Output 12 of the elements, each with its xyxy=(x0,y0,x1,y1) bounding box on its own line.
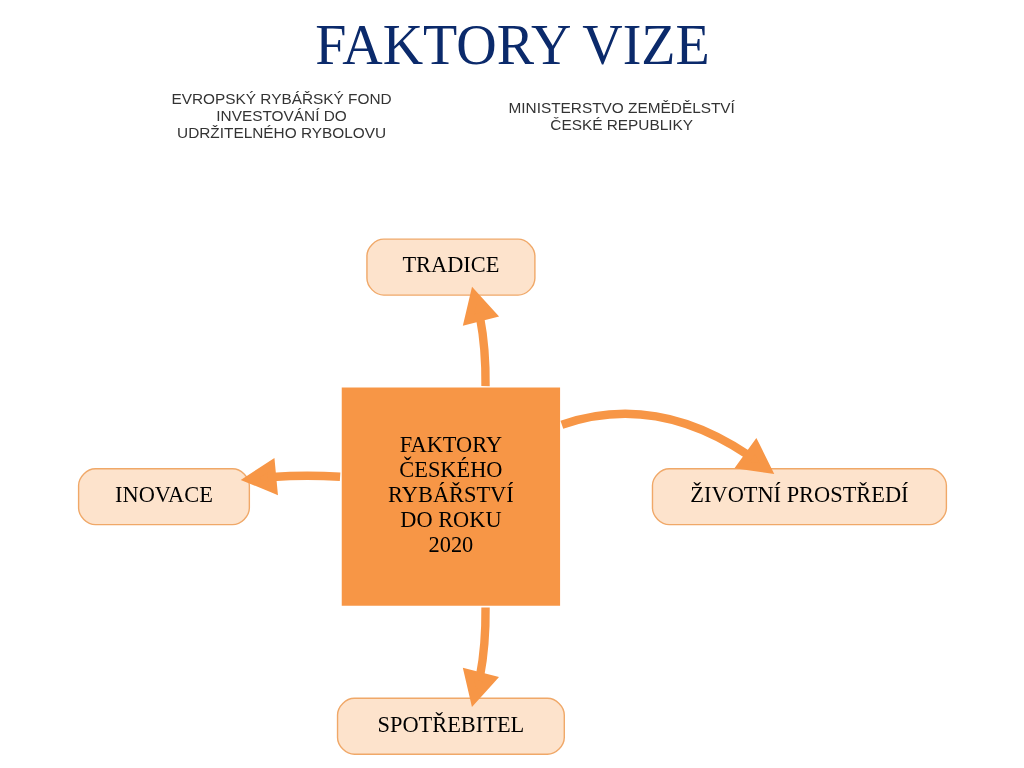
label: MINISTERSTVO ZEMĚDĚLSTVÍ ČESKÉ REPUBLIKY xyxy=(507,98,735,133)
node-box: ŽIVOTNÍ PROSTŘEDÍ xyxy=(651,468,947,526)
diagram-title: FAKTORY VIZE xyxy=(314,14,710,77)
node-box: INOVACE xyxy=(77,468,250,526)
node-box: TRADICE xyxy=(365,238,536,296)
arrow xyxy=(462,607,499,707)
label: EVROPSKÝ RYBÁŘSKÝ FOND INVESTOVÁNÍ DO UDRŽITELNÉHO RYBOLOVU xyxy=(170,90,392,142)
node-box: FAKTORY ČESKÉHO RYBÁŘSTVÍ DO ROKU 2020 xyxy=(338,384,563,609)
arrow xyxy=(462,286,499,387)
node-box: SPOTŘEBITEL xyxy=(336,697,565,755)
arrow xyxy=(240,457,340,496)
arrow xyxy=(560,409,774,474)
